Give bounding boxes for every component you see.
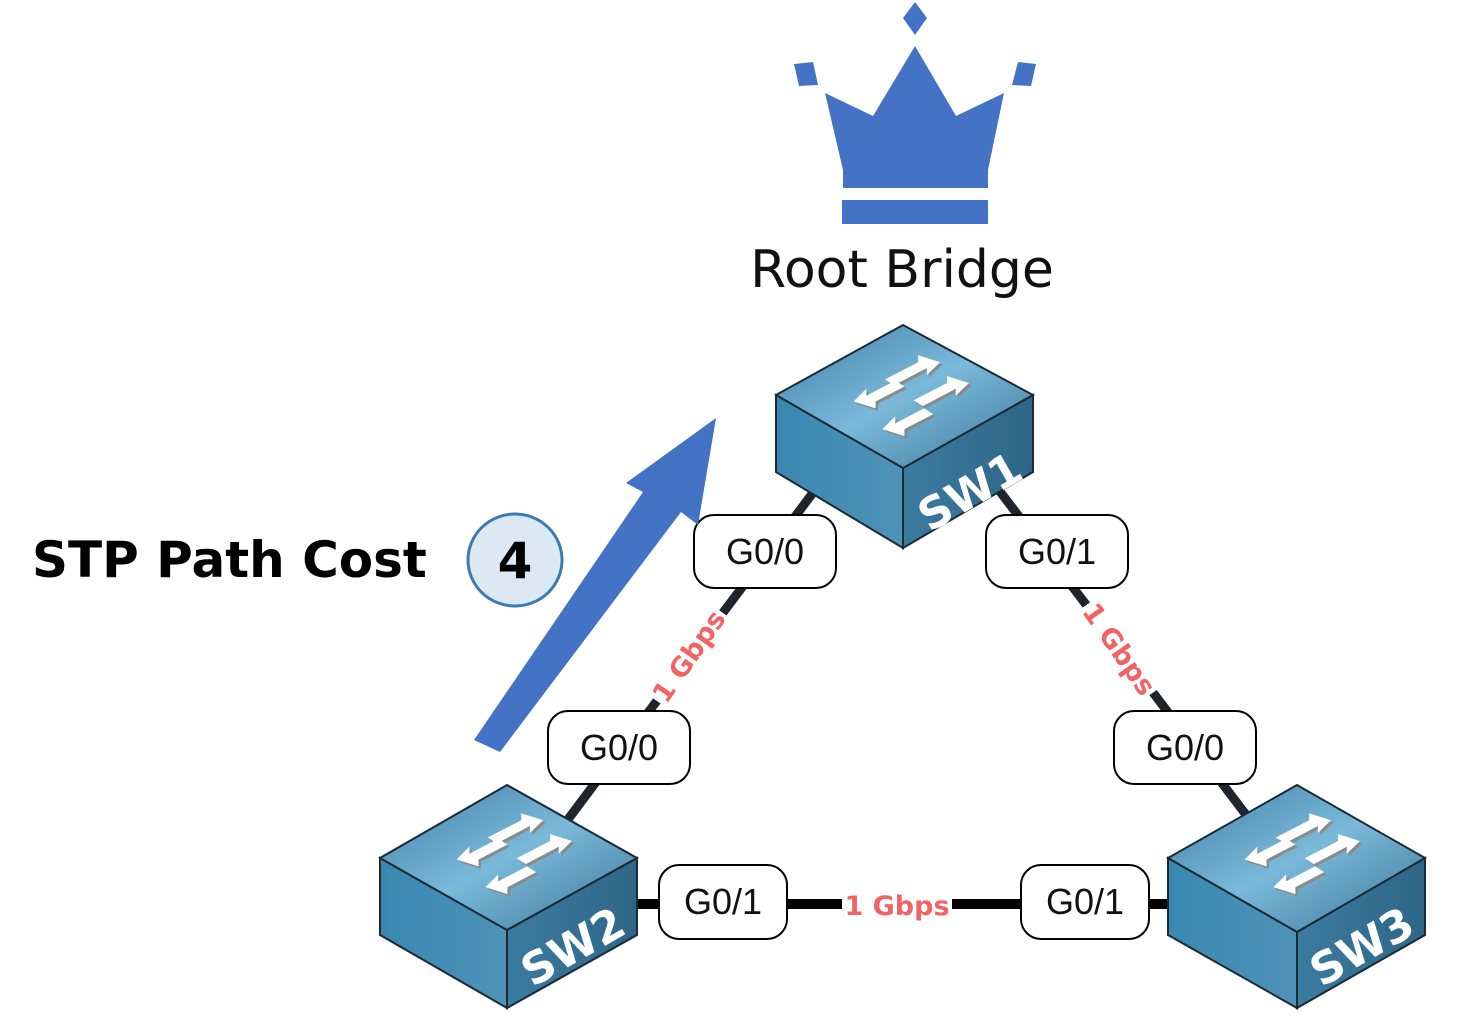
- port-label-sw2-g0-1: G0/1: [658, 864, 788, 940]
- link-speed-sw1-sw2: 1 Gbps: [647, 605, 733, 709]
- path-cost-label: STP Path Cost: [32, 531, 427, 589]
- port-label-sw1-g0-0: G0/0: [693, 514, 837, 589]
- svg-text:G0/1: G0/1: [684, 881, 762, 922]
- svg-text:G0/1: G0/1: [1018, 531, 1096, 572]
- svg-text:G0/1: G0/1: [1046, 881, 1124, 922]
- svg-text:G0/0: G0/0: [1146, 727, 1224, 768]
- path-cost-value: 4: [498, 532, 533, 590]
- path-cost-arrow-icon: [474, 418, 716, 752]
- switch-sw3[interactable]: SW3: [1165, 783, 1428, 1010]
- port-label-sw2-g0-0: G0/0: [547, 710, 691, 785]
- port-label-sw3-g0-0: G0/0: [1113, 710, 1257, 785]
- crown-icon: [794, 2, 1036, 224]
- link-speed-sw1-sw3: 1 Gbps: [1076, 598, 1162, 702]
- port-label-sw1-g0-1: G0/1: [985, 514, 1129, 589]
- svg-text:G0/0: G0/0: [726, 531, 804, 572]
- switch-sw2[interactable]: SW2: [377, 783, 640, 1010]
- switch-sw1[interactable]: SW1: [773, 323, 1036, 550]
- root-bridge-label: Root Bridge: [750, 240, 1054, 300]
- link-speed-sw2-sw3: 1 Gbps: [844, 891, 949, 922]
- port-label-sw3-g0-1: G0/1: [1020, 864, 1150, 940]
- path-cost-badge: 4: [466, 512, 564, 608]
- svg-text:G0/0: G0/0: [580, 727, 658, 768]
